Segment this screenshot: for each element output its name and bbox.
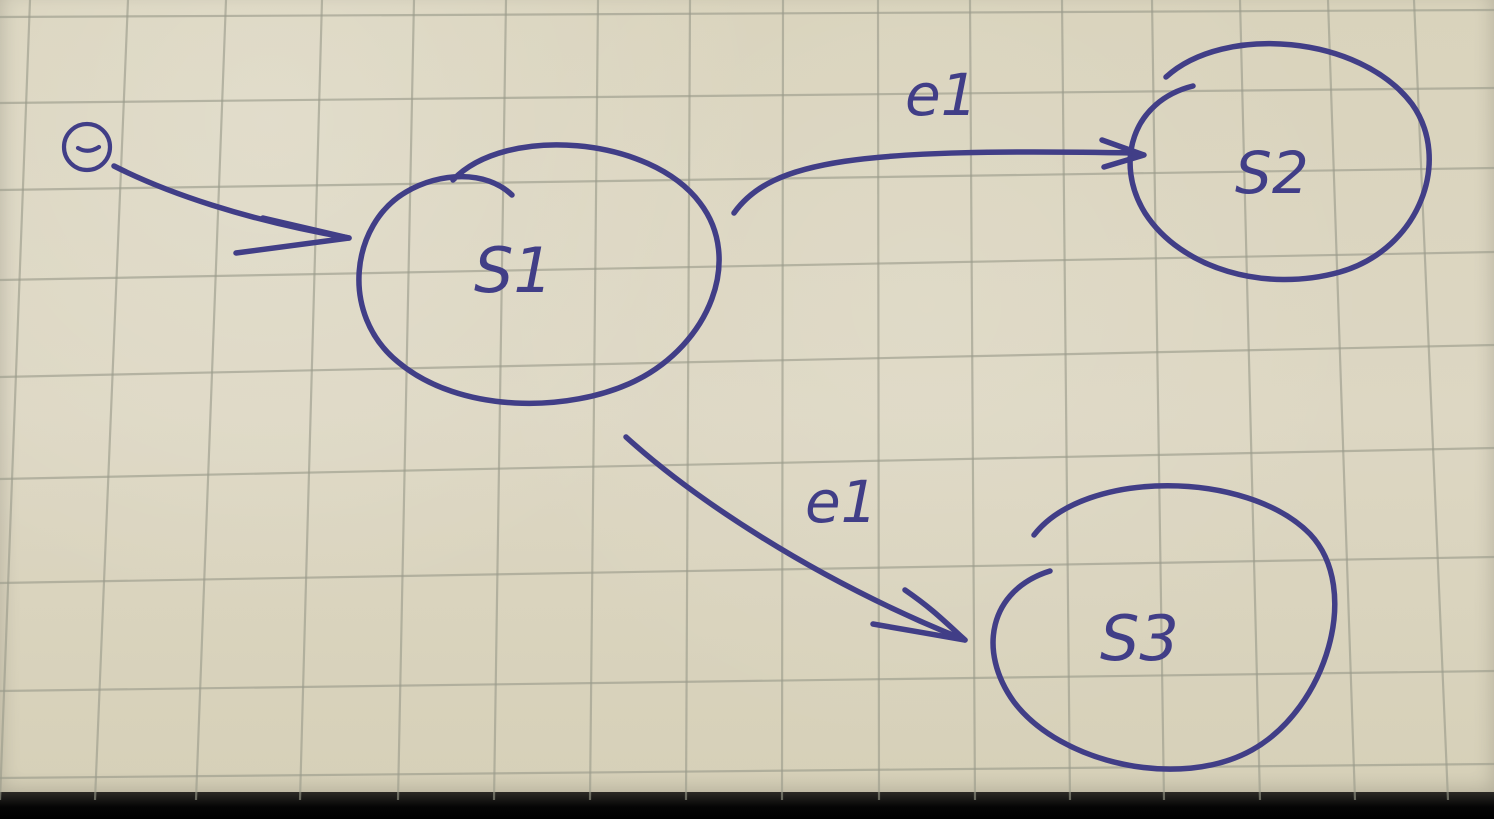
bottom-shadow — [0, 792, 1494, 819]
graph-paper — [0, 0, 1494, 800]
state-s3-label: S3 — [1100, 602, 1179, 675]
transition-s1-s3: e1 — [623, 434, 968, 643]
transition-s1-s2-line — [731, 149, 1139, 216]
initial-arrowhead — [233, 215, 352, 256]
state-s1-label: S1 — [474, 234, 553, 307]
grid — [0, 0, 1494, 801]
transition-s1-s2-label: e1 — [905, 61, 978, 129]
transition-s1-s2: e1 — [731, 61, 1147, 216]
transition-s1-s3-arrowhead — [870, 587, 968, 643]
state-s3-circle — [990, 483, 1338, 772]
transition-s1-s2-arrowhead — [1099, 137, 1147, 170]
initial-transition — [61, 121, 352, 256]
state-s2: S2 — [1127, 40, 1432, 283]
transition-s1-s3-line — [623, 434, 968, 643]
state-s1: S1 — [356, 142, 722, 407]
state-s3: S3 — [990, 483, 1338, 772]
initial-dot — [75, 144, 102, 153]
transition-s1-s3-label: e1 — [805, 468, 878, 536]
state-s2-circle — [1127, 40, 1432, 283]
state-s1-circle — [356, 142, 722, 407]
initial-state-marker — [61, 121, 113, 173]
state-s2-label: S2 — [1235, 139, 1309, 207]
